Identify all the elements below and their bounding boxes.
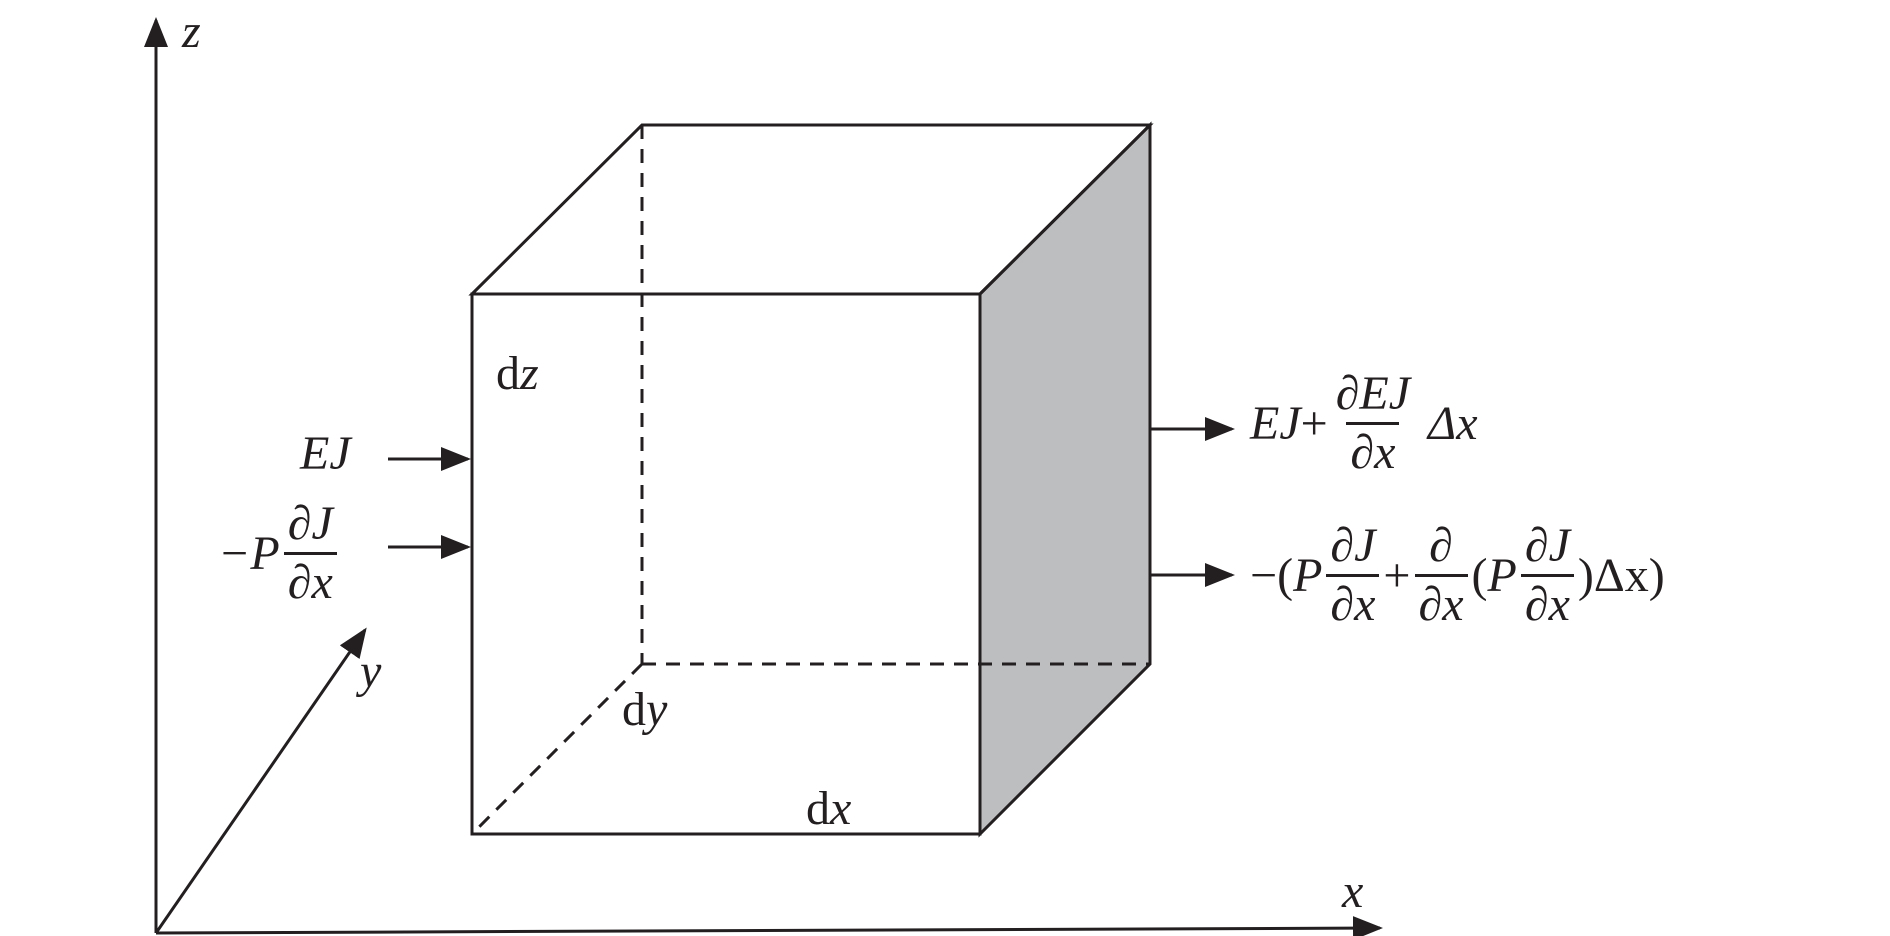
cube-front-face	[470, 292, 982, 836]
dx-d: d	[806, 782, 830, 835]
x-axis-label: x	[1342, 865, 1364, 918]
dz-label: dz	[496, 350, 539, 398]
dz-d: d	[496, 347, 520, 400]
inflow-diffusive-label: EJ	[300, 427, 351, 480]
outflow-convective-num2: ∂	[1429, 519, 1453, 572]
z-axis-label: z	[182, 5, 201, 58]
dx-var: x	[830, 782, 852, 835]
inflow-convective-fraction: ∂J ∂x	[283, 497, 337, 607]
cube-right-face	[978, 121, 1152, 838]
outflow-convective-fraction-1: ∂J ∂x	[1326, 519, 1380, 629]
cube-top-face	[468, 123, 1154, 296]
outflow-diffusive-num: ∂EJ	[1335, 367, 1411, 420]
outflow-convective-fraction-2: ∂ ∂x	[1414, 519, 1468, 629]
outflow-convective-open: −(	[1250, 548, 1294, 602]
outflow-convective-den2: ∂x	[1414, 574, 1468, 629]
outflow-diffusive-den: ∂x	[1346, 422, 1400, 477]
outflow-convective-p1: P	[1293, 548, 1323, 602]
outflow-convective-num1: ∂J	[1330, 519, 1376, 572]
outflow-convective-paren: (	[1471, 548, 1488, 602]
outflow-convective-close: )Δx)	[1577, 548, 1665, 602]
outflow-convective-plus: +	[1383, 548, 1411, 602]
inflow-convective-num: ∂J	[287, 497, 333, 550]
x-axis	[155, 916, 1383, 936]
inflow-convective-label: −P ∂J ∂x	[218, 500, 341, 607]
outflow-convective-p2: P	[1487, 548, 1517, 602]
dz-var: z	[520, 347, 539, 400]
outflow-diffusive-label: EJ + ∂EJ ∂x Δx	[1250, 370, 1478, 477]
hidden-edge-depth	[470, 662, 644, 836]
inflow-convective-den: ∂x	[283, 552, 337, 607]
y-axis	[154, 627, 367, 934]
dy-label: dy	[622, 686, 667, 734]
outflow-diffusive-base: EJ	[1250, 396, 1301, 450]
y-axis-label: y	[360, 645, 382, 698]
inflow-convective-prefix: −P	[218, 526, 280, 580]
outflow-diffusive-plus: +	[1300, 396, 1328, 450]
outflow-diffusive-fraction: ∂EJ ∂x	[1332, 370, 1414, 477]
outflow-convective-den1: ∂x	[1326, 574, 1380, 629]
outflow-diffusive-delta: Δx	[1428, 396, 1478, 450]
dy-d: d	[622, 683, 646, 736]
outflow-convective-label: −( P ∂J ∂x + ∂ ∂x ( P ∂J ∂x )Δx)	[1250, 522, 1665, 629]
outflow-convective-num3: ∂J	[1524, 519, 1570, 572]
outflow-convective-den3: ∂x	[1520, 574, 1574, 629]
dx-label: dx	[806, 785, 851, 833]
outflow-convective-fraction-3: ∂J ∂x	[1520, 519, 1574, 629]
dy-var: y	[646, 683, 668, 736]
